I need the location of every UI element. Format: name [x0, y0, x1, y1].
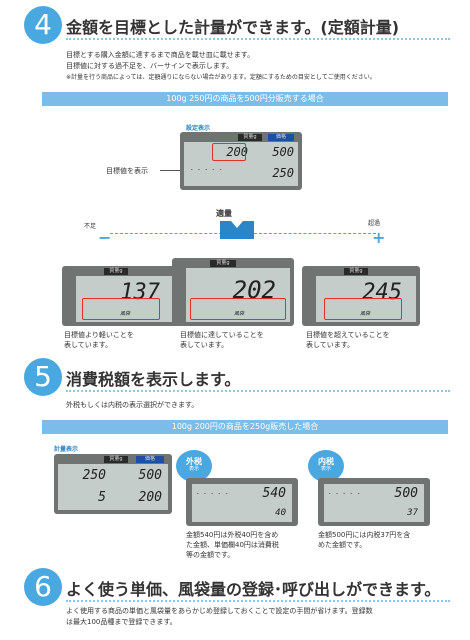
section-6-body: よく使用する商品の単価と風袋量をあらかじめ登録しておくことで設定の手間が省けます… — [66, 606, 373, 628]
inner-tax-lcd: - - - - - 500 37 — [318, 478, 430, 526]
section-5-line: 外税もしくは内税の表示選択ができます。 — [66, 401, 199, 409]
panel-over-lcd: 質量g 245 風袋 — [302, 266, 420, 326]
panel-over-caption: 目標値を超えていることを 表しています。 — [306, 330, 390, 350]
inner-tax-badge: 内税 表示 — [308, 450, 344, 482]
measure-lcd-screen: 250 500 5 200 — [58, 464, 168, 510]
panel-ok-highlight — [190, 298, 286, 320]
scale-minus: − — [98, 228, 112, 247]
outer-tax-amount: 40 — [275, 508, 286, 518]
measure-display-label: 計量表示 — [54, 446, 79, 453]
inner-tax-label: 内税 — [318, 457, 334, 466]
outer-tax-caption: 金額540円は外税40円を含め た金額、単価欄40円は消費税 等の金額です。 — [186, 530, 279, 560]
panel-under-tab: 質量g — [104, 268, 128, 275]
outer-tax-dashes: - - - - - — [196, 490, 229, 497]
section-6-divider — [66, 600, 450, 602]
lcd-dashes: - - - - - — [190, 166, 223, 173]
outer-tax-label: 外税 — [186, 457, 202, 466]
inner-tax-total: 500 — [394, 486, 418, 501]
measure-unit: 5 — [98, 490, 106, 505]
section-4-example-band: 100g 250円の商品を500円分販売する場合 — [42, 92, 448, 106]
section-4-title: 金額を目標とした計量ができます。(定額計量) — [66, 18, 400, 37]
panel-over-tab: 質量g — [344, 268, 368, 275]
panel-ok-caption-2: 表しています。 — [180, 341, 229, 349]
panel-ok-lcd: 質量g 202 風袋 — [172, 258, 294, 326]
outer-tax-sub: 表示 — [188, 466, 199, 472]
section-5-title: 消費税額を表示します。 — [66, 370, 241, 389]
lcd-tab-weight: 質量g — [238, 134, 262, 141]
setting-lcd-screen: 200 500 - - - - - 250 — [184, 142, 298, 186]
panel-under-value: 137 — [120, 280, 160, 305]
lcd-target-value: 200 — [226, 145, 248, 159]
section-4-divider — [66, 38, 450, 40]
inner-tax-amount: 37 — [407, 508, 418, 518]
inner-tax-sub: 表示 — [320, 466, 331, 472]
measure-weight: 250 — [82, 468, 106, 483]
panel-ok-tab: 質量g — [210, 260, 236, 267]
panel-ok-caption-1: 目標値に達していることを — [180, 331, 264, 339]
panel-ok-screen: 202 風袋 — [186, 268, 290, 322]
inner-tax-caption-2: めた金額です。 — [318, 541, 367, 549]
panel-ok-value: 202 — [232, 276, 276, 304]
scale-under-label: 不足 — [84, 223, 97, 230]
panel-under-caption-1: 目標値より軽いことを — [64, 331, 134, 339]
section-6-title: よく使う単価、風袋量の登録･呼び出しができます。 — [66, 580, 441, 599]
outer-tax-caption-1: 金額540円は外税40円を含め — [186, 531, 279, 539]
section-4-number: 4 — [24, 6, 62, 44]
inner-tax-screen: - - - - - 500 37 — [324, 484, 424, 522]
measure-unit-price: 200 — [138, 490, 162, 505]
measure-tab-price: 価格 — [136, 456, 164, 463]
panel-under-highlight — [82, 298, 160, 320]
section-4-body: 目標とする購入金額に達するまで商品を載せ皿に載せます。 目標値に対する過不足を、… — [66, 50, 376, 83]
panel-under-small: 風袋 — [119, 311, 130, 317]
scale-plus: + — [372, 228, 386, 247]
outer-tax-lcd: - - - - - 540 40 — [186, 478, 298, 526]
target-value-label: 目標値を表示 — [106, 167, 148, 175]
outer-tax-screen: - - - - - 540 40 — [192, 484, 292, 522]
setting-lcd: 質量g 価格 200 500 - - - - - 250 — [180, 132, 302, 190]
target-highlight-box — [212, 143, 246, 161]
inner-tax-caption: 金額500円には内税37円を含 めた金額です。 — [318, 530, 410, 550]
lcd-unit-price: 250 — [272, 166, 294, 180]
panel-under-lcd: 質量g 137 風袋 — [62, 266, 180, 326]
panel-over-small: 風袋 — [359, 311, 370, 317]
measure-lcd: 質量g 価格 250 500 5 200 — [54, 454, 172, 514]
measure-tab-weight: 質量g — [104, 456, 128, 463]
section-4-line-1: 目標とする購入金額に達するまで商品を載せ皿に載せます。 — [66, 51, 255, 59]
section-6-line-2: は最大100品種まで登録できます。 — [66, 618, 177, 626]
scale-ok-block — [220, 221, 254, 239]
panel-over-caption-1: 目標値を超えていることを — [306, 331, 390, 339]
panel-under-caption: 目標値より軽いことを 表しています。 — [64, 330, 134, 350]
panel-over-value: 245 — [362, 280, 402, 305]
section-4-line-2: 目標値に対する過不足を、バーサインで表示します。 — [66, 62, 234, 70]
panel-over-caption-2: 表しています。 — [306, 341, 355, 349]
section-4-note: ※計量を行う商品によっては、定額通りにならない場合があります。定額にするための目… — [66, 74, 376, 81]
scale-ok-label: 適量 — [216, 209, 232, 218]
panel-ok-small: 風袋 — [233, 311, 244, 317]
setting-display-label: 設定表示 — [186, 125, 211, 132]
section-5-number: 5 — [24, 358, 62, 396]
section-6-line-1: よく使用する商品の単価と風袋量をあらかじめ登録しておくことで設定の手間が省けます… — [66, 607, 373, 615]
section-6-number: 6 — [24, 568, 62, 606]
lcd-tab-price: 価格 — [268, 134, 294, 141]
outer-tax-badge: 外税 表示 — [176, 450, 212, 482]
panel-over-screen: 245 風袋 — [316, 276, 416, 322]
inner-tax-caption-1: 金額500円には内税37円を含 — [318, 531, 411, 539]
panel-over-highlight — [324, 298, 402, 320]
outer-tax-total: 540 — [262, 486, 286, 501]
inner-tax-dashes: - - - - - — [328, 490, 361, 497]
scale-ok-notch — [231, 221, 243, 228]
outer-tax-caption-3: 等の金額です。 — [186, 551, 235, 559]
lcd-total-value: 500 — [272, 145, 294, 159]
scale-over-label: 超過 — [368, 220, 381, 227]
section-5-example-band: 100g 200円の商品を250g販売した場合 — [42, 420, 448, 434]
measure-total: 500 — [138, 468, 162, 483]
panel-under-caption-2: 表しています。 — [64, 341, 113, 349]
section-5-divider — [66, 390, 450, 392]
panel-ok-caption: 目標値に達していることを 表しています。 — [180, 330, 264, 350]
outer-tax-caption-2: た金額、単価欄40円は消費税 — [186, 541, 279, 549]
